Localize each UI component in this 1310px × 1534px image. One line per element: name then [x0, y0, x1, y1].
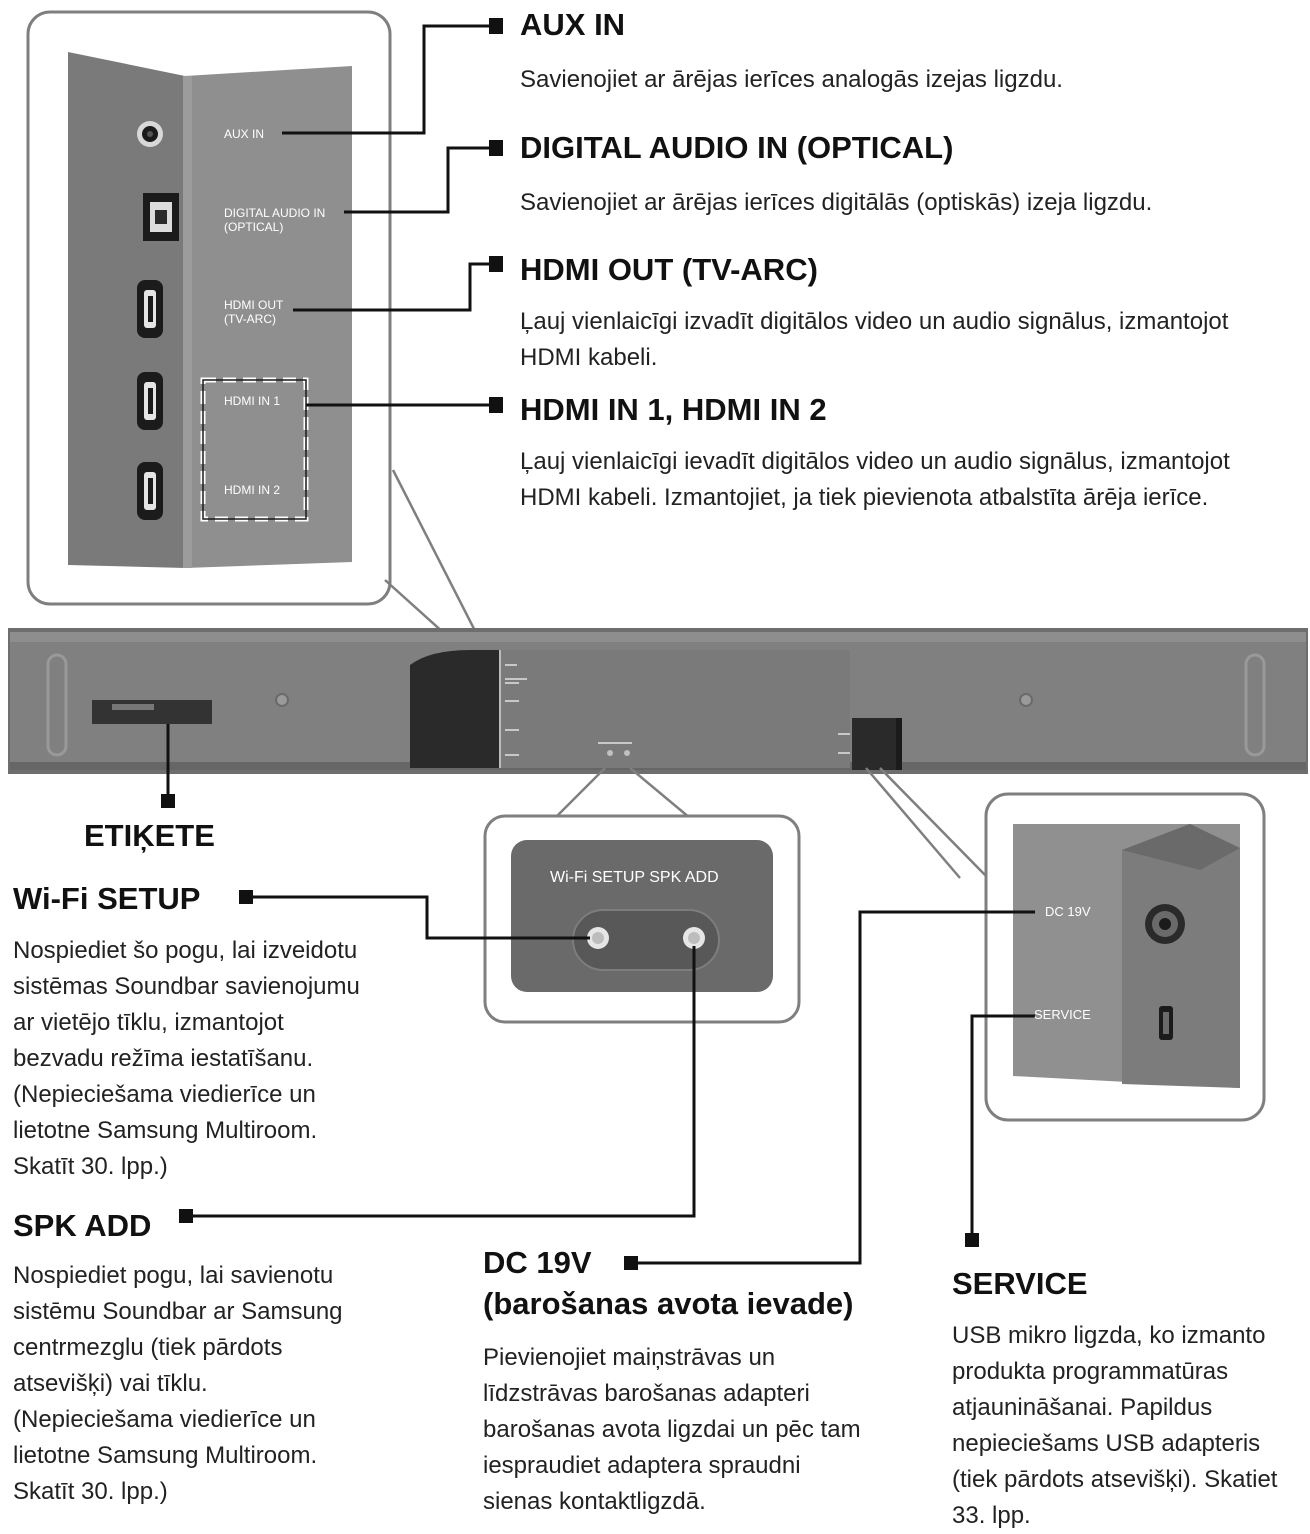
etikete-label-slot: [92, 700, 212, 724]
panel-label-aux-in: AUX IN: [224, 127, 265, 141]
soundbar-rear: [8, 628, 1308, 774]
hdmi-in-2-port: [137, 462, 163, 520]
spk-add-desc-line: centrmezglu (tiek pārdots: [13, 1334, 283, 1361]
wifi-setup-desc-line: bezvadu režīma iestatīšanu.: [13, 1045, 314, 1072]
spk-add-description: Nospiediet pogu, lai savienotu sistēmu S…: [13, 1258, 343, 1510]
dc19v-description: Pievienojiet maiņstrāvas un līdzstrāvas …: [483, 1340, 861, 1520]
hdmi-in-desc-line: Ļauj vienlaicīgi ievadīt digitālos video…: [520, 448, 1230, 475]
etikete-heading: ETIĶETE: [84, 818, 215, 853]
panel-label-digital-in: DIGITAL AUDIO IN (OPTICAL): [224, 206, 325, 234]
service-desc-line: nepieciešams USB adapteris: [952, 1430, 1261, 1457]
spk-add-desc-line: lietotne Samsung Multiroom.: [13, 1442, 318, 1469]
hdmi-out-heading: HDMI OUT (TV-ARC): [520, 252, 818, 287]
wifi-setup-heading: Wi-Fi SETUP: [13, 881, 201, 916]
spk-add-desc-line: sistēmu Soundbar ar Samsung: [13, 1298, 343, 1325]
service-desc-line: USB mikro ligzda, ko izmanto: [952, 1322, 1266, 1349]
digital-in-heading: DIGITAL AUDIO IN (OPTICAL): [520, 130, 954, 165]
dc-power-jack: [1145, 904, 1185, 944]
hdmi-out-desc-line: Ļauj vienlaicīgi izvadīt digitālos video…: [520, 308, 1229, 335]
dc19v-desc-line: līdzstrāvas barošanas adapteri: [483, 1380, 810, 1407]
service-description: USB mikro ligzda, ko izmanto produkta pr…: [952, 1318, 1277, 1534]
panel-label-hdmi-out-line1: HDMI OUT: [224, 298, 284, 312]
panel-label-hdmi-out-line2: (TV-ARC): [224, 312, 276, 326]
digital-in-desc-line: Savienojiet ar ārējas ierīces digitālās …: [520, 189, 1153, 216]
dc19v-desc-line: sienas kontaktligzdā.: [483, 1488, 706, 1515]
service-heading: SERVICE: [952, 1266, 1088, 1301]
aux-jack: [137, 121, 163, 147]
hdmi-in-heading: HDMI IN 1, HDMI IN 2: [520, 392, 827, 427]
wifi-setup-desc-line: ar vietējo tīklu, izmantojot: [13, 1009, 284, 1036]
dc19v-desc-line: iespraudiet adaptera spraudni: [483, 1452, 801, 1479]
panel-label-service: SERVICE: [1034, 1007, 1091, 1022]
etikete-leader: [161, 724, 175, 808]
panel-label-dc19v: DC 19V: [1045, 904, 1091, 919]
wifi-setup-desc-line: Skatīt 30. lpp.): [13, 1153, 168, 1180]
dc19v-desc-line: barošanas avota ligzdai un pēc tam: [483, 1416, 861, 1443]
dc19v-desc-line: Pievienojiet maiņstrāvas un: [483, 1344, 776, 1371]
wifi-setup-desc-line: sistēmas Soundbar savienojumu: [13, 973, 360, 1000]
leader-lines-top: [282, 24, 494, 407]
zoom-lines-middle: [554, 767, 691, 819]
rear-panel-side: [68, 52, 185, 568]
leader-lines-bottom: [186, 895, 1035, 1265]
hdmi-in-1-port: [137, 372, 163, 430]
spk-add-desc-line: atsevišķi) vai tīklu.: [13, 1370, 208, 1397]
service-desc-line: 33. lpp.: [952, 1502, 1031, 1529]
panel-label-wifi-spk: Wi-Fi SETUP SPK ADD: [550, 869, 719, 886]
wifi-setup-button: [587, 927, 609, 949]
spk-add-desc-line: Skatīt 30. lpp.): [13, 1478, 168, 1505]
hdmi-out-description: Ļauj vienlaicīgi izvadīt digitālos video…: [520, 304, 1228, 376]
hdmi-out-port: [137, 280, 163, 338]
wifi-setup-desc-line: (Nepieciešama viedierīce un: [13, 1081, 316, 1108]
wifi-setup-description: Nospiediet šo pogu, lai izveidotu sistēm…: [13, 933, 360, 1185]
spk-add-button: [683, 927, 705, 949]
dc19v-subheading: (barošanas avota ievade): [483, 1286, 854, 1321]
rear-panel-face: [185, 66, 352, 568]
panel-label-digital-in-line1: DIGITAL AUDIO IN: [224, 206, 326, 220]
spk-add-desc-line: Nospiediet pogu, lai savienotu: [13, 1262, 334, 1289]
wifi-setup-desc-line: Nospiediet šo pogu, lai izveidotu: [13, 937, 358, 964]
panel-label-hdmi-in-2: HDMI IN 2: [224, 483, 281, 497]
digital-in-description: Savienojiet ar ārējas ierīces digitālās …: [520, 185, 1152, 221]
service-usb-port: [1159, 1006, 1173, 1040]
service-desc-line: atjaunināšanai. Papildus: [952, 1394, 1213, 1421]
zoom-lines-right: [865, 767, 989, 879]
leader-markers-bottom: [179, 890, 979, 1270]
spk-add-heading: SPK ADD: [13, 1208, 152, 1243]
aux-in-desc-line: Savienojiet ar ārējas ierīces analogās i…: [520, 66, 1063, 93]
optical-port: [143, 193, 179, 241]
aux-in-heading: AUX IN: [520, 7, 626, 42]
service-desc-line: (tiek pārdots atsevišķi). Skatiet: [952, 1466, 1278, 1493]
hdmi-in-description: Ļauj vienlaicīgi ievadīt digitālos video…: [520, 444, 1230, 516]
aux-in-description: Savienojiet ar ārējas ierīces analogās i…: [520, 62, 1063, 98]
service-desc-line: produkta programmatūras: [952, 1358, 1229, 1385]
hdmi-in-desc-line: HDMI kabeli. Izmantojiet, ja tiek pievie…: [520, 484, 1209, 511]
panel-label-hdmi-out: HDMI OUT (TV-ARC): [224, 298, 283, 326]
spk-add-desc-line: (Nepieciešama viedierīce un: [13, 1406, 316, 1433]
leader-markers-top: [489, 18, 503, 413]
panel-label-hdmi-in-1: HDMI IN 1: [224, 394, 281, 408]
hdmi-out-desc-line: HDMI kabeli.: [520, 344, 658, 371]
dc19v-heading: DC 19V: [483, 1245, 592, 1280]
wifi-setup-desc-line: lietotne Samsung Multiroom.: [13, 1117, 318, 1144]
rear-panel-ridge: [183, 76, 192, 568]
panel-label-digital-in-line2: (OPTICAL): [224, 220, 284, 234]
